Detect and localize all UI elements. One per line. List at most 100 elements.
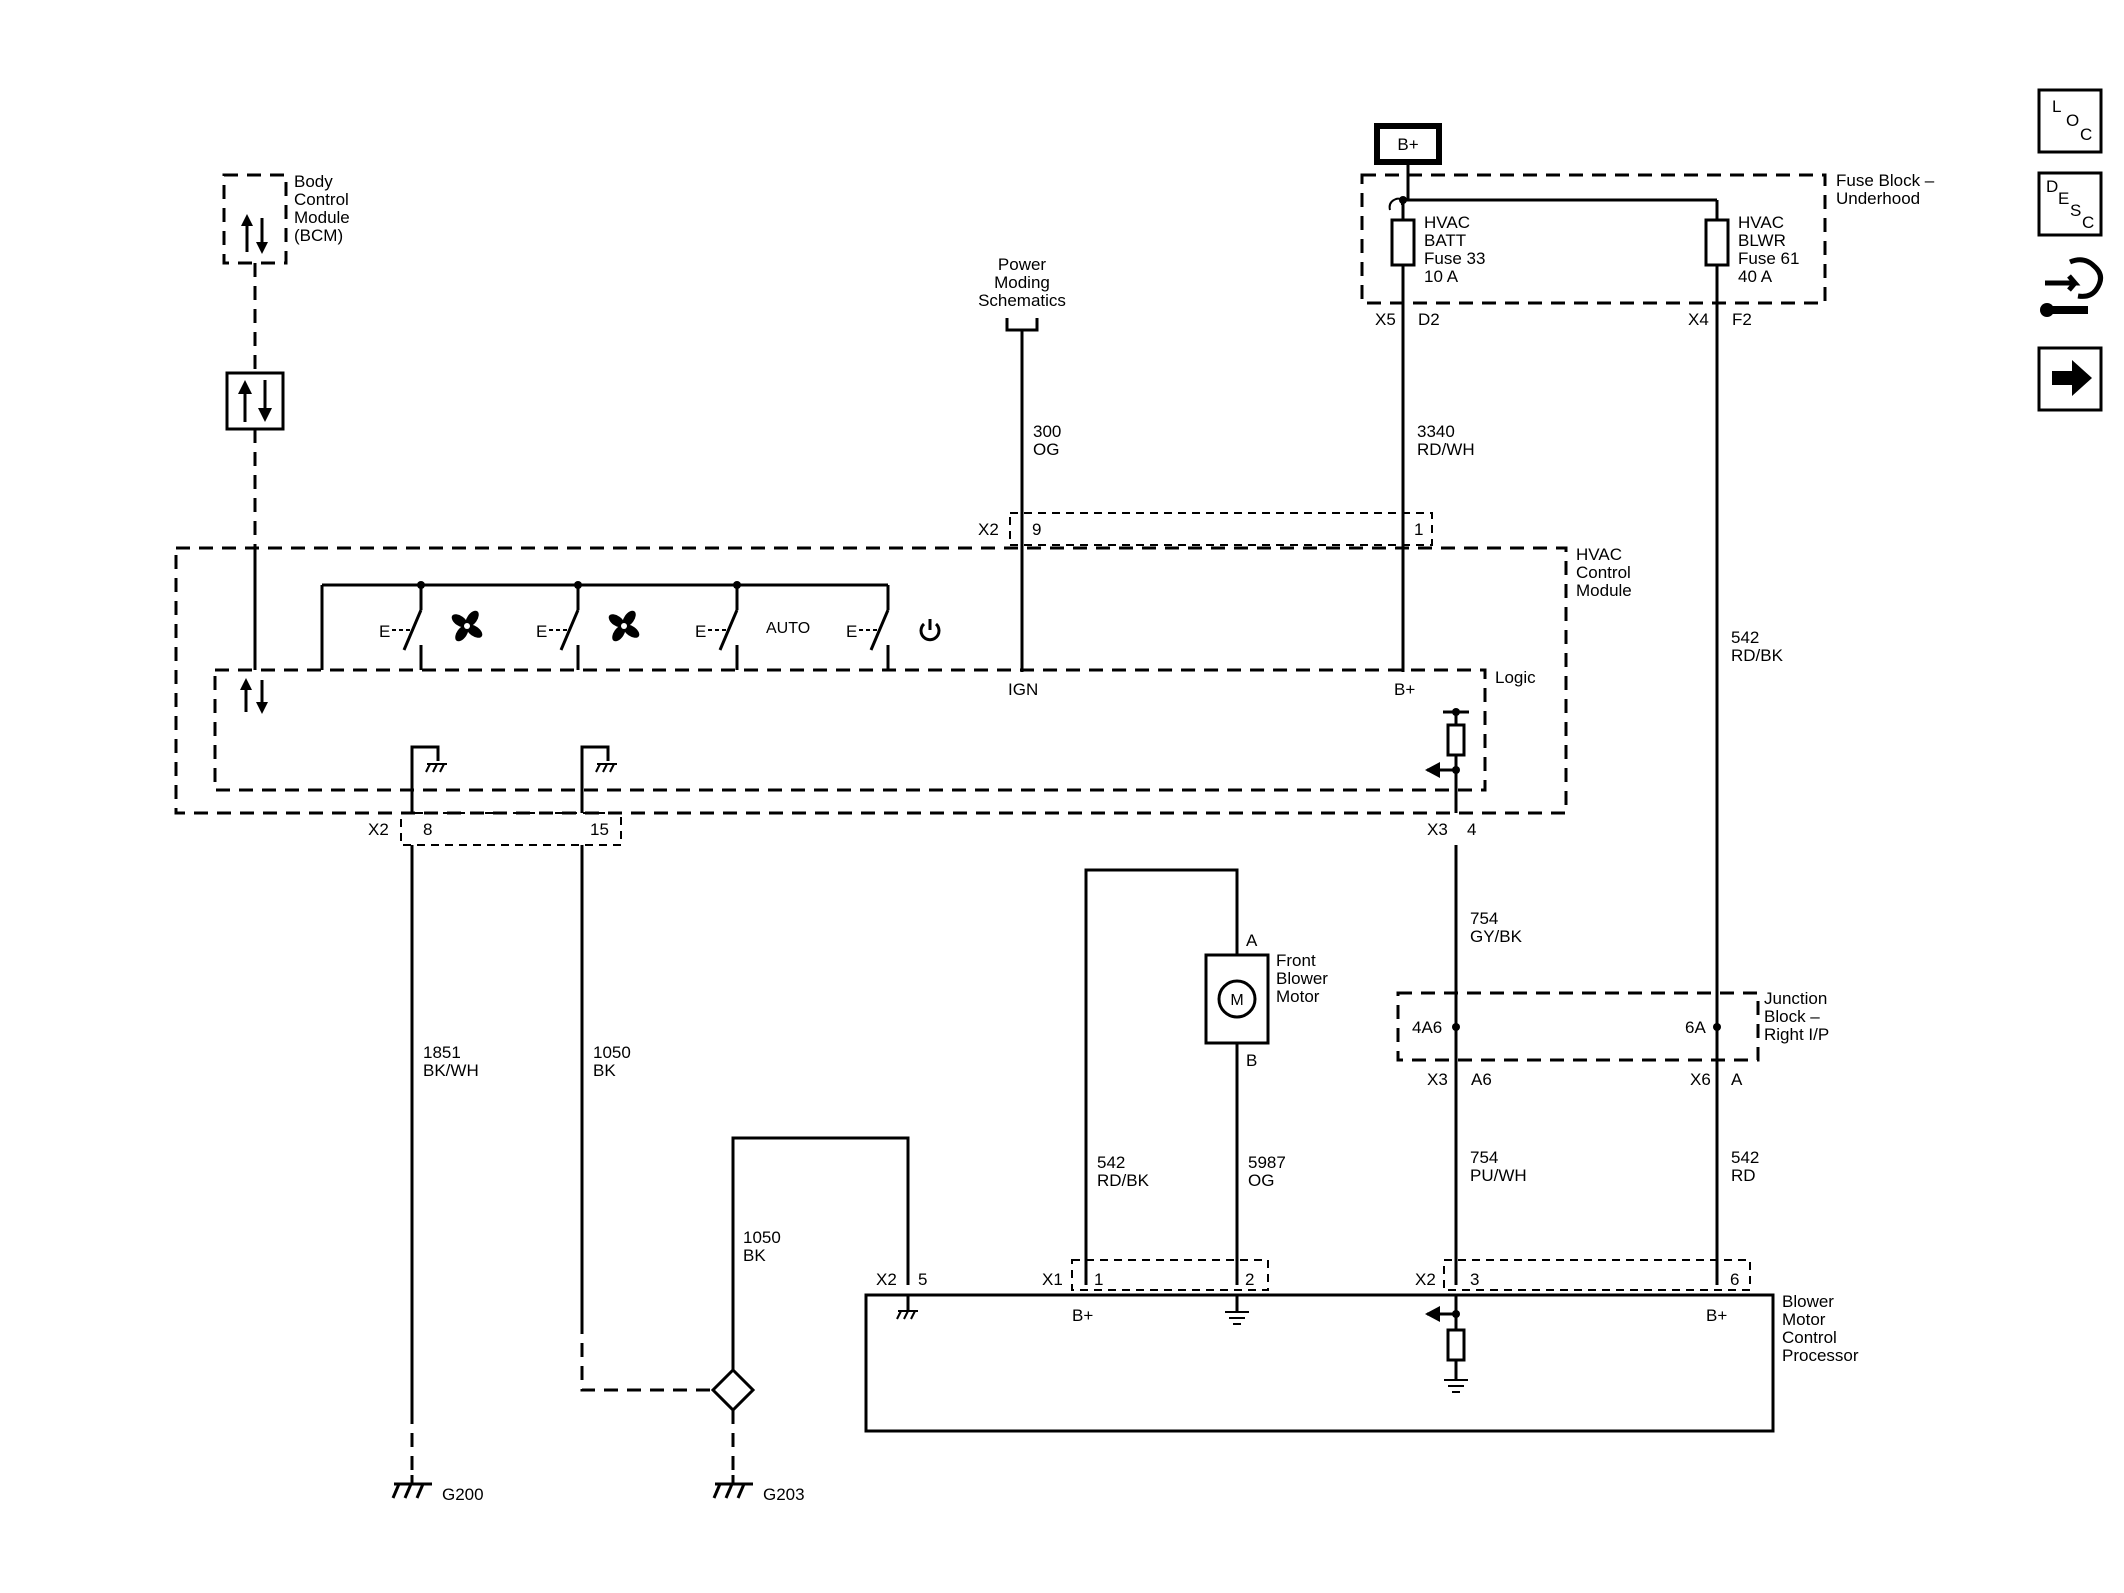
pulldown-resistor (1446, 1328, 1466, 1362)
body-control-module: Body Control Module (BCM) (222, 172, 350, 265)
bmcp-x1-label: X1 (1042, 1270, 1063, 1289)
desc-icon[interactable]: D E S C (2037, 171, 2103, 237)
loc-icon[interactable]: L O C (2037, 88, 2103, 154)
chassis-ground-icon (896, 1310, 918, 1320)
hvac-name-line3: Module (1576, 581, 1632, 600)
switch-fan-1: E (379, 581, 483, 670)
junction-pin-4a6: 4A6 (1412, 1018, 1442, 1037)
wire-5987-number: 5987 (1248, 1153, 1286, 1172)
hvac-x2-bottom-label: X2 (368, 820, 389, 839)
bmcp-label-line2: Motor (1782, 1310, 1826, 1329)
motor-pin-b: B (1246, 1051, 1257, 1070)
wire-542-bot-color: RD (1731, 1166, 1756, 1185)
fuse-block-conn-x4: X4 (1688, 310, 1709, 329)
switch-auto-label: AUTO (766, 620, 810, 637)
fuse-61-symbol (1704, 218, 1730, 267)
bmcp-x2-connector (1443, 1259, 1751, 1291)
bmcp-label-line3: Control (1782, 1328, 1837, 1347)
hvac-control-module: HVAC Control Module Logic IGN B+ E (174, 545, 1632, 815)
hvac-pin-4: 4 (1467, 820, 1476, 839)
fuse-block-pin-f2: F2 (1732, 310, 1752, 329)
wire-3340-number: 3340 (1417, 422, 1455, 441)
hvac-x2-top-connector (1009, 512, 1433, 546)
junction-label-line1: Junction (1764, 989, 1827, 1008)
bplus-source-label: B+ (1397, 135, 1418, 154)
hvac-pin-1: 1 (1414, 520, 1423, 539)
switch-2-e: E (536, 622, 547, 641)
arrow-right-icon[interactable] (2037, 346, 2103, 412)
svg-text:C: C (2080, 125, 2092, 144)
bmcp-x2a-label: X2 (876, 1270, 897, 1289)
ground-g200-label: G200 (442, 1485, 484, 1504)
fuse-block-pin-d2: D2 (1418, 310, 1440, 329)
fuse-block-name-line1: Fuse Block – (1836, 171, 1935, 190)
hvac-x2-top-label: X2 (978, 520, 999, 539)
hvac-logic-label: Logic (1495, 668, 1536, 687)
blower-motor-control-processor: Blower Motor Control Processor X2 5 X1 1… (864, 1270, 1859, 1433)
wire-1050b-number: 1050 (743, 1228, 781, 1247)
bmcp-label-line4: Processor (1782, 1346, 1859, 1365)
svg-text:O: O (2066, 111, 2079, 130)
motor-label-line3: Motor (1276, 987, 1320, 1006)
hvac-name-line1: HVAC (1576, 545, 1622, 564)
signal-arrow-icon (1425, 762, 1440, 778)
hvac-ign-label: IGN (1008, 680, 1038, 699)
chassis-ground-icon (595, 763, 617, 773)
wire-542-mid-number: 542 (1097, 1153, 1125, 1172)
serial-data-box (225, 371, 285, 431)
junction-conn-x3: X3 (1427, 1070, 1448, 1089)
junction-label-line3: Right I/P (1764, 1025, 1829, 1044)
fuse1-line2: BATT (1424, 231, 1466, 250)
motor-symbol-label: M (1230, 992, 1243, 1009)
bmcp-bplus-1: B+ (1072, 1306, 1093, 1325)
power-moding-schematics: Power Moding Schematics (978, 255, 1066, 332)
fuse2-line1: HVAC (1738, 213, 1784, 232)
power-moding-line2: Moding (994, 273, 1050, 292)
junction-block-right-ip: 4A6 6A Junction Block – Right I/P X3 A6 … (1396, 989, 1829, 1089)
motor-label-line2: Blower (1276, 969, 1328, 988)
bmcp-pin-6: 6 (1730, 1270, 1739, 1289)
fan-icon (451, 610, 483, 642)
fuse-33-symbol (1390, 218, 1416, 267)
svg-text:D: D (2046, 177, 2058, 196)
switch-4-e: E (846, 622, 857, 641)
wire-300-color: OG (1033, 440, 1059, 459)
power-moding-line3: Schematics (978, 291, 1066, 310)
fuse2-line2: BLWR (1738, 231, 1786, 250)
bcm-label-line4: (BCM) (294, 226, 343, 245)
hvac-pin-15: 15 (590, 820, 609, 839)
fuse1-line1: HVAC (1424, 213, 1470, 232)
hvac-x2-bottom-connector (400, 812, 622, 846)
bmcp-label-line1: Blower (1782, 1292, 1834, 1311)
fuse-block-conn-x5: X5 (1375, 310, 1396, 329)
bmcp-x2b-label: X2 (1415, 1270, 1436, 1289)
signal-ground-icon (1444, 1379, 1468, 1393)
pullup-resistor (1446, 723, 1466, 757)
bmcp-pin-1: 1 (1094, 1270, 1103, 1289)
bcm-serial-data-icon (241, 214, 268, 254)
connector-tools-icon[interactable] (2040, 257, 2103, 317)
fuse2-line3: Fuse 61 (1738, 249, 1799, 268)
wire-1851-number: 1851 (423, 1043, 461, 1062)
wire-1851-color: BK/WH (423, 1061, 479, 1080)
fuse-block-underhood: HVAC BATT Fuse 33 10 A HVAC BLWR Fuse 61… (1360, 171, 1935, 329)
wire-542-bot-number: 542 (1731, 1148, 1759, 1167)
power-moding-line1: Power (998, 255, 1047, 274)
bmcp-x1-connector (1071, 1259, 1269, 1291)
bmcp-pin-3: 3 (1470, 1270, 1479, 1289)
fuse1-line3: Fuse 33 (1424, 249, 1485, 268)
hvac-pin-9: 9 (1032, 520, 1041, 539)
switch-fan-2: E (536, 581, 640, 670)
hvac-bplus-label: B+ (1394, 680, 1415, 699)
ground-g200: G200 (391, 1475, 484, 1504)
junction-conn-x6: X6 (1690, 1070, 1711, 1089)
switch-auto: E AUTO (695, 581, 810, 670)
bmcp-bplus-2: B+ (1706, 1306, 1727, 1325)
svg-text:C: C (2082, 213, 2094, 232)
fuse-block-name-line2: Underhood (1836, 189, 1920, 208)
motor-pin-a: A (1246, 931, 1258, 950)
wire-5987-color: OG (1248, 1171, 1274, 1190)
hvac-pin-8: 8 (423, 820, 432, 839)
wire-1050a-color: BK (593, 1061, 616, 1080)
